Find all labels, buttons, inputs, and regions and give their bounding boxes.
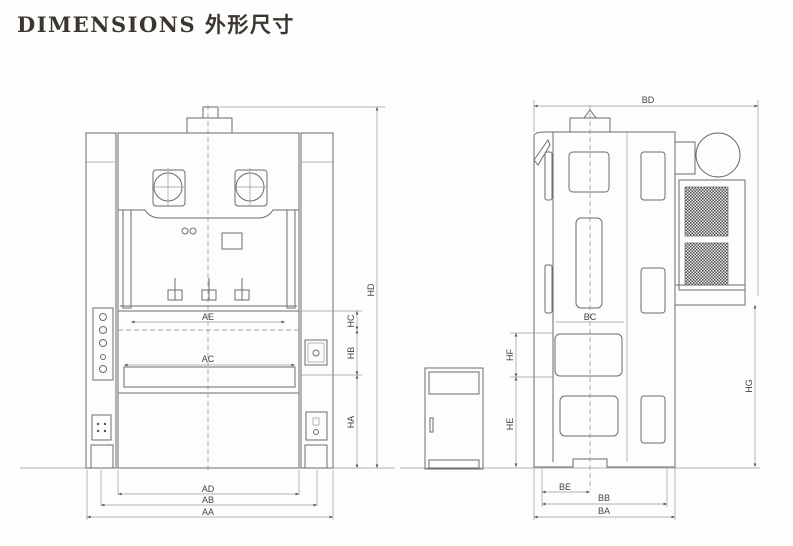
dim-label-ba: BA <box>598 506 610 516</box>
dim-label-ab: AB <box>202 495 214 505</box>
vent-mesh-upper <box>684 186 729 237</box>
dim-label-bb: BB <box>598 493 610 503</box>
vent-mesh-lower <box>684 242 729 286</box>
side-flywheel <box>569 117 611 133</box>
dim-label-hc: HC <box>346 314 356 327</box>
right-foot <box>304 444 328 469</box>
lower-right-box <box>305 411 328 441</box>
dim-label-hf: HF <box>505 349 515 361</box>
left-control-panel <box>92 307 114 381</box>
right-gear-motor <box>234 168 268 207</box>
side-body <box>533 131 676 468</box>
page-title: DIMENSIONS 外形尺寸 <box>17 12 295 37</box>
dim-label-aa: AA <box>202 507 214 517</box>
bolster <box>123 366 296 388</box>
dim-label-he: HE <box>505 418 515 431</box>
dim-label-ae: AE <box>202 312 214 322</box>
main-motor <box>695 132 741 178</box>
indicator-icon <box>189 227 197 235</box>
slide-top <box>118 209 299 219</box>
slide-window <box>221 232 243 250</box>
left-foot <box>90 444 114 469</box>
dim-label-ad: AD <box>202 484 215 494</box>
dim-label-ha: HA <box>346 416 356 429</box>
dim-label-be: BE <box>559 482 571 492</box>
hydraulic-unit <box>678 179 746 291</box>
dim-label-hg: HG <box>744 379 754 393</box>
control-cabinet <box>424 367 484 470</box>
knockout-bolts <box>167 278 250 301</box>
front-view: AE AC AD AB AA HD HC HB HA <box>20 105 395 520</box>
lower-left-box <box>91 414 112 441</box>
left-gear-motor <box>152 168 186 207</box>
dim-label-ac: AC <box>202 354 215 364</box>
side-view: BD BC HF HE HG BE BB BA <box>400 95 760 520</box>
dim-label-bd: BD <box>642 95 655 105</box>
side-access-plate <box>575 217 603 309</box>
dim-label-hd: HD <box>366 283 376 296</box>
top-flywheel <box>186 117 233 134</box>
dim-label-hb: HB <box>346 347 356 360</box>
dim-label-bc: BC <box>584 312 597 322</box>
right-control-panel <box>304 339 328 366</box>
